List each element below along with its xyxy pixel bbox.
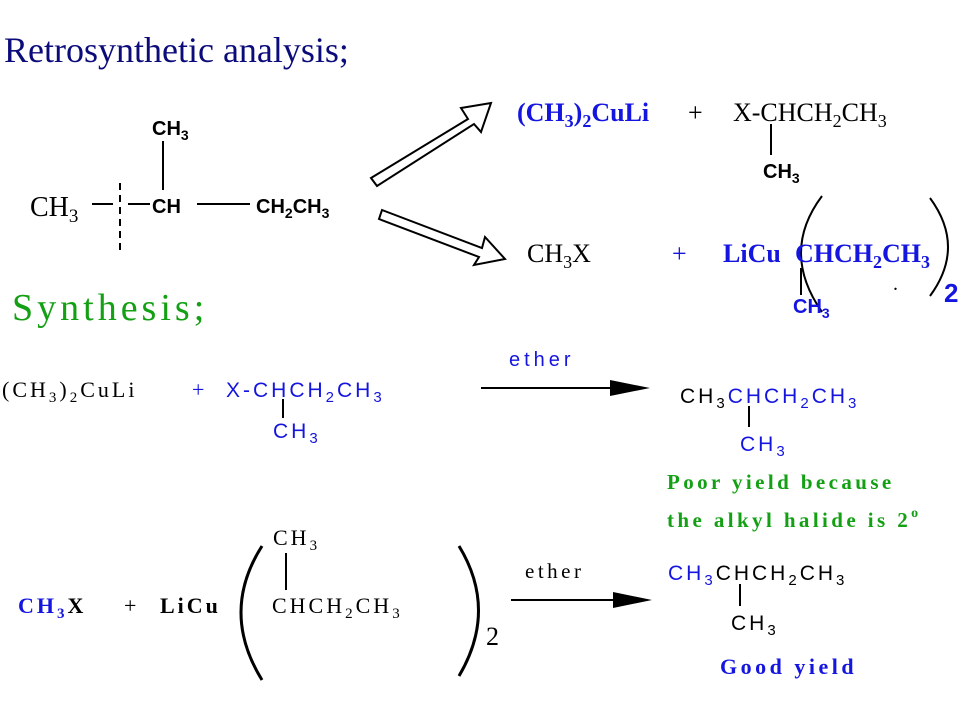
reaction-2-note: Good yield xyxy=(720,654,857,679)
reaction-1-cuprate: (CH3)2CuLi xyxy=(2,377,137,406)
route-b-licu: LiCu xyxy=(723,239,781,268)
reaction-2-arrow-label: ether xyxy=(525,559,584,583)
reaction-1-halide-branch: CH3 xyxy=(273,420,321,447)
target-ethyl: CH2CH3 xyxy=(256,196,330,221)
route-a-halide: X-CHCH2CH3 xyxy=(733,98,887,131)
route-b-count: 2 xyxy=(944,278,958,308)
target-branch-ch3: CH3 xyxy=(152,118,189,143)
retro-heading: Retrosynthetic analysis; xyxy=(4,30,349,70)
route-a-cuprate: (CH3)2CuLi xyxy=(517,98,649,131)
target-center-ch: CH xyxy=(152,196,181,218)
route-b-dot: . xyxy=(893,273,898,295)
target-molecule: CH3 CH3 CH CH2CH3 xyxy=(30,118,330,250)
route-b-right-paren xyxy=(929,197,949,297)
route-a-plus: + xyxy=(688,98,703,127)
route-b: CH3X + LiCu CHCH2CH3 CH3 . 2 xyxy=(527,195,958,321)
route-a: (CH3)2CuLi + X-CHCH2CH3 CH3 xyxy=(517,98,887,186)
reaction-1: (CH3)2CuLi + X-CHCH2CH3 CH3 ether CH3CHC… xyxy=(2,349,922,532)
route-b-left-paren xyxy=(800,195,823,313)
reaction-2-product: CH3CHCH2CH3 xyxy=(668,562,847,589)
reaction-1-plus: + xyxy=(192,377,204,402)
reaction-2-count: 2 xyxy=(486,622,499,651)
reaction-2-arrow-head xyxy=(613,592,652,608)
reaction-2-right-paren xyxy=(457,545,480,677)
reaction-1-note-line-1: Poor yield because xyxy=(667,470,895,494)
reaction-2-left-paren xyxy=(239,545,264,681)
reaction-2-product-branch: CH3 xyxy=(731,612,779,639)
target-methyl: CH3 xyxy=(30,192,78,227)
reaction-2-plus: + xyxy=(124,593,136,618)
reaction-2-methyl-halide: CH3X xyxy=(18,593,86,622)
synthesis-heading: Synthesis; xyxy=(12,287,208,329)
route-b-branch: CH3 xyxy=(793,296,830,321)
reaction-2-licu: LiCu xyxy=(160,593,221,618)
reaction-1-note-line-2: the alkyl halide is 2o xyxy=(667,506,922,532)
route-b-methyl-halide: CH3X xyxy=(527,239,591,272)
reaction-1-arrow-head xyxy=(610,380,650,396)
reaction-1-product-branch: CH3 xyxy=(740,433,788,460)
route-b-chain: CHCH2CH3 xyxy=(795,239,930,272)
route-b-plus: + xyxy=(672,239,687,268)
reaction-1-halide: X-CHCH2CH3 xyxy=(226,379,385,406)
retro-arrow-up xyxy=(369,101,493,188)
reaction-1-arrow-label: ether xyxy=(509,349,575,371)
route-a-branch: CH3 xyxy=(763,161,800,186)
reaction-2-chain: CHCH2CH3 xyxy=(272,593,403,622)
retro-arrow-down xyxy=(377,208,507,267)
reaction-1-product: CH3CHCH2CH3 xyxy=(680,385,859,412)
reaction-2-chain-branch: CH3 xyxy=(273,525,320,554)
reaction-2: CH3X + LiCu CH3 CHCH2CH3 2 ether CH3CHCH… xyxy=(18,525,857,681)
